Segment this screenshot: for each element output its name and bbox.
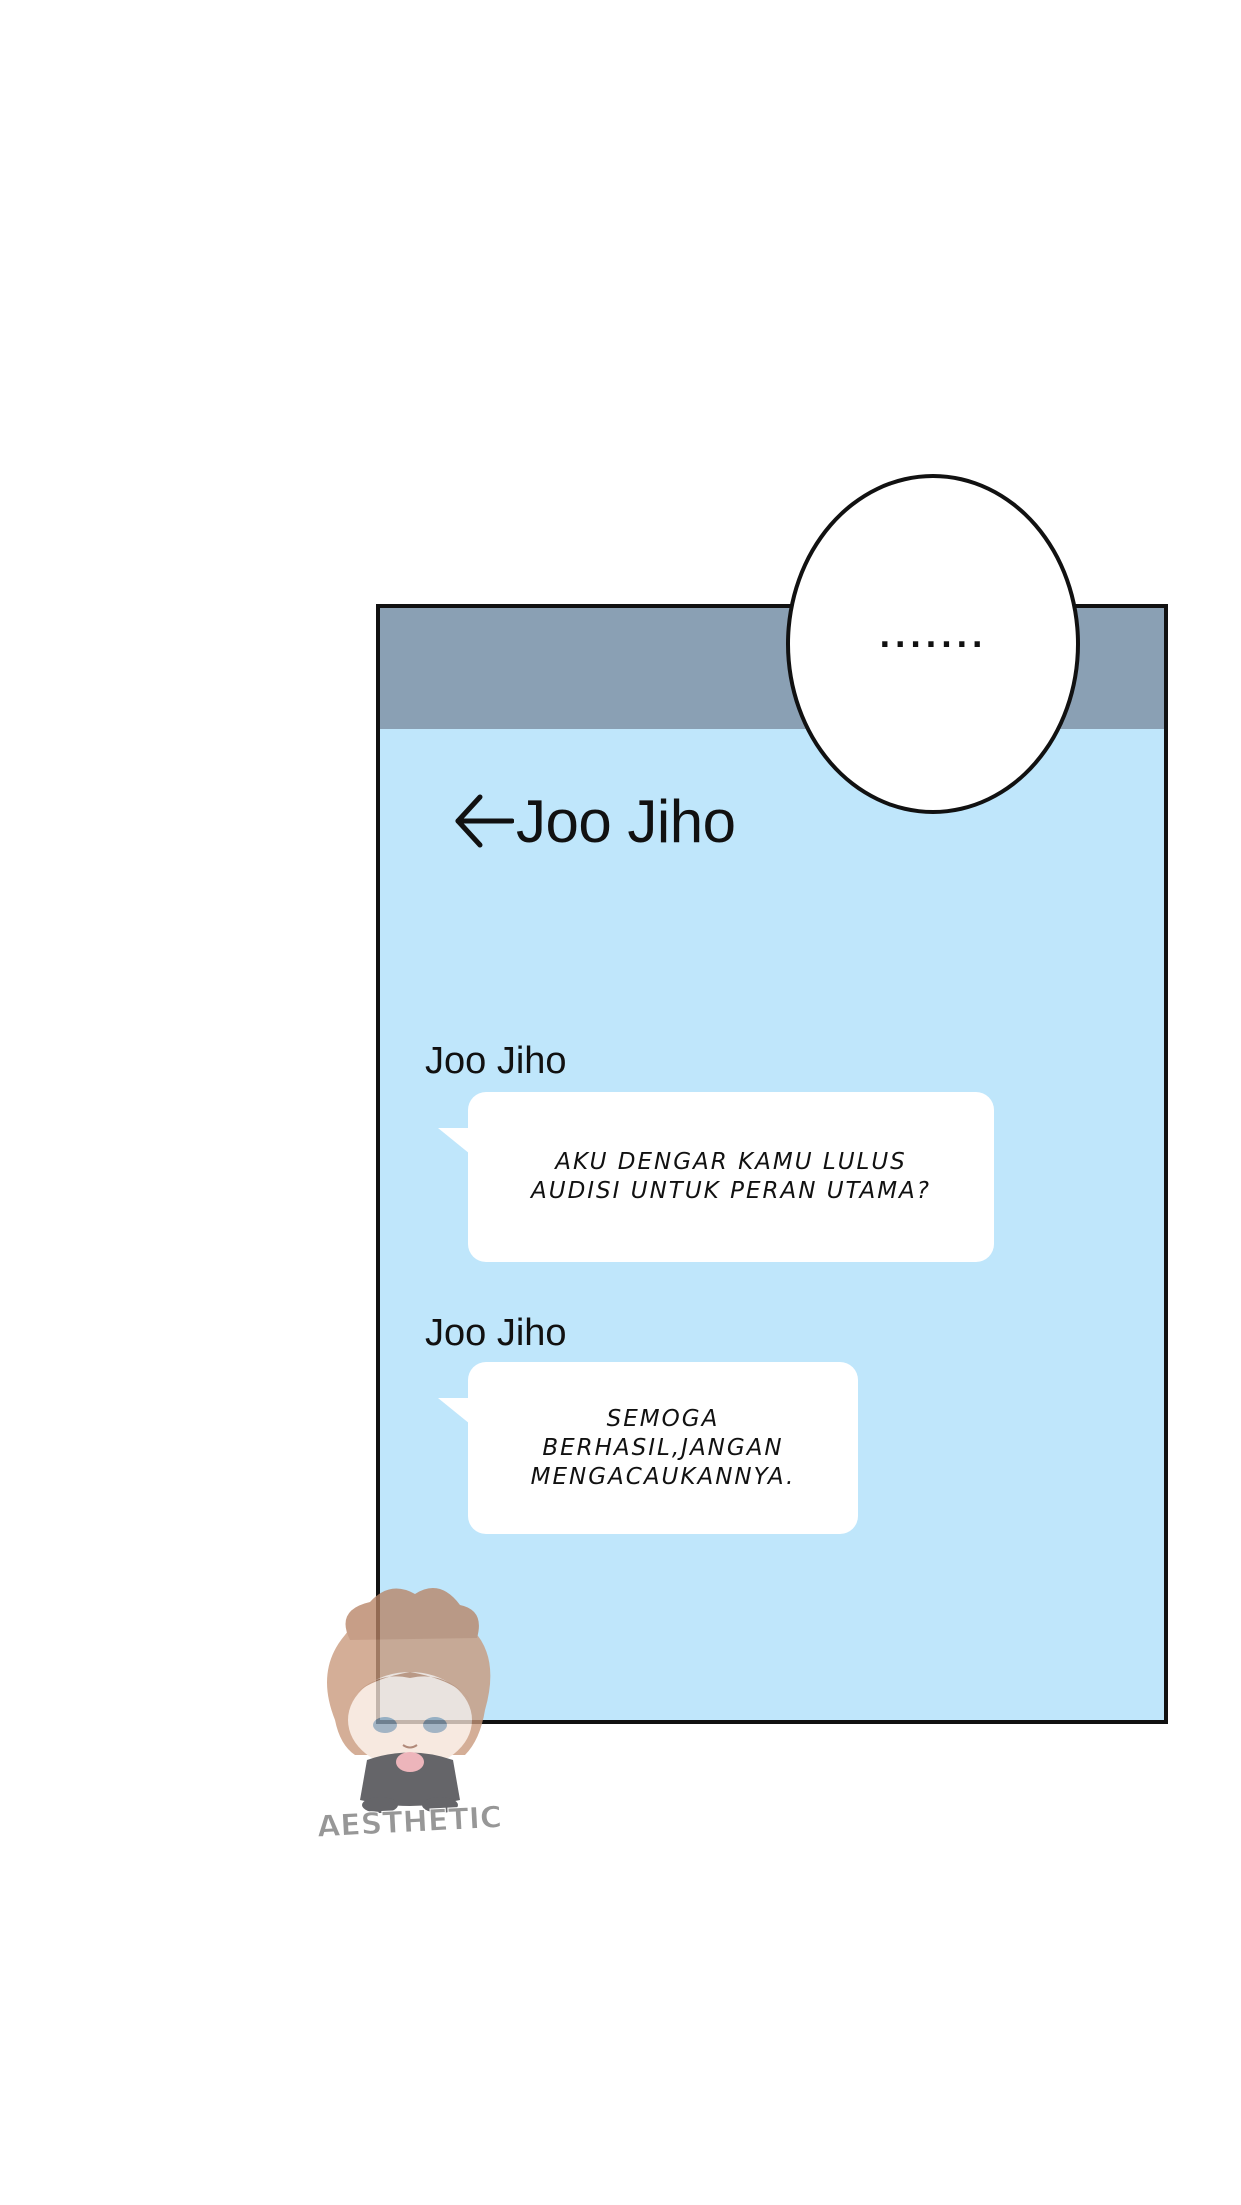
message-text: AKU DENGAR KAMU LULUS AUDISI UNTUK PERAN… (531, 1149, 931, 1204)
message-sender: Joo Jiho (425, 1040, 567, 1082)
watermark-label: AESTHETIC (316, 1800, 503, 1840)
thought-text: ....... (879, 619, 987, 655)
bubble-tail (438, 1398, 470, 1424)
aesthetic-watermark-logo: AESTHETIC (316, 1588, 503, 1840)
message-bubble: AKU DENGAR KAMU LULUS AUDISI UNTUK PERAN… (438, 1092, 994, 1262)
message-sender: Joo Jiho (425, 1312, 567, 1354)
bubble-tail (438, 1128, 470, 1154)
phone-screen: Joo Jiho Joo Jiho AKU DENGAR KAMU LULUS … (376, 604, 1168, 1724)
chat-header: Joo Jiho (450, 786, 736, 856)
message-bubble: SEMOGA BERHASIL,JANGAN MENGACAUKANNYA. (438, 1362, 858, 1534)
message-text: SEMOGA BERHASIL,JANGAN MENGACAUKANNYA. (530, 1405, 796, 1490)
thought-bubble: ....... (786, 474, 1080, 814)
chat-title: Joo Jiho (516, 787, 736, 855)
arrow-left-icon[interactable] (450, 791, 514, 851)
